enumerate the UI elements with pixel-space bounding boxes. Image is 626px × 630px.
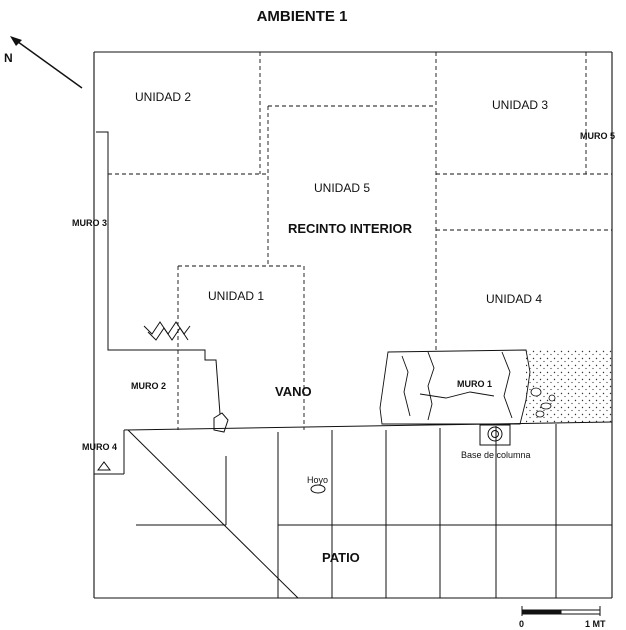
muro-5-label: MURO 5 [580,131,615,141]
zigzag-symbol-icon [143,321,191,341]
wall-outline-muro3 [96,131,221,415]
plan-title: AMBIENTE 1 [257,8,348,25]
scale-end-label: 1 MT [585,619,606,629]
scale-start-label: 0 [519,619,524,629]
north-label: N [4,51,13,65]
muro-4-stone [97,461,111,471]
hoyo-label: Hoyo [307,475,328,485]
base-columna-label: Base de columna [461,450,531,460]
unit-grid [108,52,612,430]
north-arrow-icon [10,36,83,89]
recinto-interior-label: RECINTO INTERIOR [288,221,413,236]
unit-1-label: UNIDAD 1 [208,289,264,303]
muro-2-label: MURO 2 [131,381,166,391]
wall-marker [213,412,229,433]
outer-boundary [93,51,613,599]
vano-label: VANO [275,384,312,399]
muro-3-label: MURO 3 [72,218,107,228]
unit-5-label: UNIDAD 5 [314,181,370,195]
muro-1-wall [379,349,531,425]
unit-2-label: UNIDAD 2 [135,90,191,104]
column-base-icon [479,424,511,446]
muro-1-label: MURO 1 [457,379,492,389]
patio-label: PATIO [322,550,360,565]
hoyo-outline [310,484,326,494]
patio-lines [94,421,613,599]
scale-bar [521,606,601,616]
unit-4-label: UNIDAD 4 [486,292,542,306]
stones [530,387,556,418]
muro-4-label: MURO 4 [82,442,117,452]
unit-3-label: UNIDAD 3 [492,98,548,112]
